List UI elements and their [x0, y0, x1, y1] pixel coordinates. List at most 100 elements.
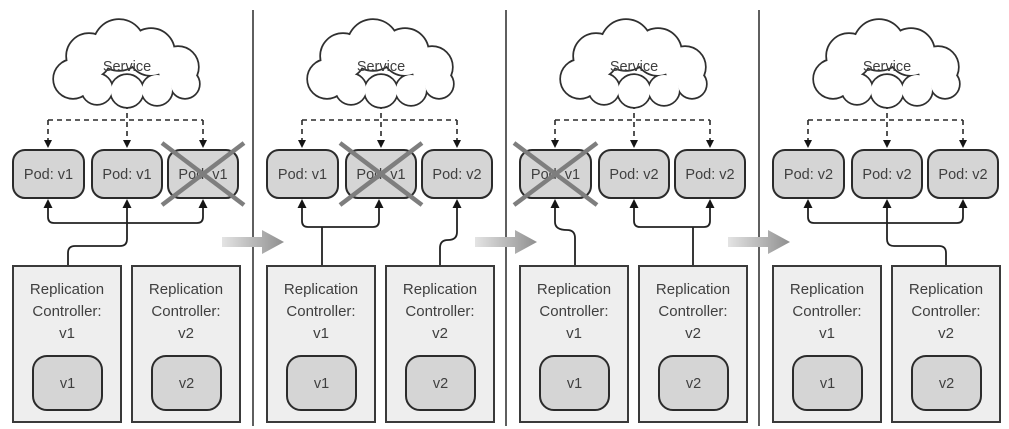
arrowhead-icon [297, 199, 307, 208]
rc-label-line2: Controller: [151, 303, 220, 320]
rc-label-line2: Controller: [286, 303, 355, 320]
arrowhead-icon [551, 140, 559, 148]
stage-panel-2: Service Pod: v1 Pod: v1 Pod: v2 Replicat… [266, 18, 495, 423]
arrowhead-icon [198, 199, 208, 208]
pod-template-label: v2 [179, 376, 194, 392]
pod-terminated-cross-icon [512, 141, 599, 207]
arrowhead-icon [122, 199, 132, 208]
arrowhead-icon [377, 140, 385, 148]
arrowhead-icon [705, 199, 715, 208]
replication-controller-v1: Replication Controller: v1 v1 [266, 265, 376, 423]
rc-label-line3: v1 [59, 325, 75, 342]
pod-template-box [32, 355, 103, 411]
replication-controller-v1: Replication Controller: v1 v1 [12, 265, 122, 423]
rc-label-line3: v1 [566, 325, 582, 342]
service-label: Service [863, 59, 911, 75]
rc-label-line3: v2 [938, 325, 954, 342]
arrowhead-icon [43, 199, 53, 208]
arrowhead-icon [803, 199, 813, 208]
pod-template-box [539, 355, 610, 411]
stage-transition-arrow-icon [222, 230, 284, 254]
controller-to-pod-links [297, 199, 462, 266]
pod-template-box [792, 355, 863, 411]
pod-label: Pod: v1 [278, 167, 327, 183]
arrowhead-icon [958, 199, 968, 208]
pod-template-box [405, 355, 476, 411]
controller-to-pod-links [803, 199, 968, 266]
pod-template-label: v2 [686, 376, 701, 392]
rc-label-line2: Controller: [658, 303, 727, 320]
pod-terminated-cross-icon [160, 141, 246, 207]
pod-label: Pod: v2 [432, 167, 481, 183]
arrowhead-icon [629, 199, 639, 208]
stage-transition-arrow-icon [728, 230, 790, 254]
service-to-pod-links [551, 104, 714, 148]
replication-controller-v2: Replication Controller: v2 v2 [891, 265, 1001, 423]
pod-template-label: v2 [433, 376, 448, 392]
arrowhead-icon [452, 199, 462, 208]
stage-divider [252, 10, 254, 426]
stage-transition-arrow-icon [475, 230, 537, 254]
arrowhead-icon [44, 140, 52, 148]
rc-label-line2: Controller: [539, 303, 608, 320]
rc-label-line2: Controller: [405, 303, 474, 320]
pod-label: Pod: v2 [609, 167, 658, 183]
stage-panel-1: Service Pod: v1 Pod: v1 Pod: v1 Replicat… [12, 18, 246, 423]
pod-label: Pod: v2 [685, 167, 734, 183]
rc-label-line3: v2 [432, 325, 448, 342]
arrowhead-icon [199, 140, 207, 148]
pod-template-label: v1 [820, 376, 835, 392]
controller-to-pod-links [43, 199, 208, 266]
pod-1: Pod: v1 [12, 149, 85, 199]
controller-to-pod-links [550, 199, 715, 266]
pod-2: Pod: v1 [91, 149, 163, 199]
service-to-pod-links [804, 104, 967, 148]
pod-template-box [911, 355, 982, 411]
rc-label-line1: Replication [403, 281, 477, 298]
rc-label-line1: Replication [149, 281, 223, 298]
rc-label-line1: Replication [909, 281, 983, 298]
pod-template-label: v1 [567, 376, 582, 392]
rc-label-line2: Controller: [792, 303, 861, 320]
replication-controller-v2: Replication Controller: v2 v2 [385, 265, 495, 423]
rc-label-line1: Replication [656, 281, 730, 298]
rc-label-line1: Replication [284, 281, 358, 298]
pod-label: Pod: v2 [784, 167, 833, 183]
service-to-pod-links [298, 104, 461, 148]
service-label: Service [357, 59, 405, 75]
pod-template-box [286, 355, 357, 411]
rc-label-line3: v1 [819, 325, 835, 342]
rc-label-line1: Replication [790, 281, 864, 298]
pod-1: Pod: v2 [772, 149, 845, 199]
service-cloud: Service [559, 18, 708, 109]
pod-template-box [151, 355, 222, 411]
pod-1: Pod: v1 [266, 149, 339, 199]
pod-template-box [658, 355, 729, 411]
pod-template-label: v1 [60, 376, 75, 392]
stage-panel-4: Service Pod: v2 Pod: v2 Pod: v2 Replicat… [772, 18, 1001, 423]
rc-label-line3: v2 [685, 325, 701, 342]
rc-label-line3: v1 [313, 325, 329, 342]
arrowhead-icon [706, 140, 714, 148]
pod-2: Pod: v2 [598, 149, 670, 199]
rc-label-line2: Controller: [32, 303, 101, 320]
rc-label-line1: Replication [537, 281, 611, 298]
arrowhead-icon [123, 140, 131, 148]
arrowhead-icon [804, 140, 812, 148]
pod-label: Pod: v2 [862, 167, 911, 183]
arrowhead-icon [630, 140, 638, 148]
arrowhead-icon [882, 199, 892, 208]
pod-3: Pod: v2 [421, 149, 493, 199]
arrowhead-icon [453, 140, 461, 148]
pod-template-label: v2 [939, 376, 954, 392]
pod-label: Pod: v1 [102, 167, 151, 183]
arrowhead-icon [374, 199, 384, 208]
stage-divider [758, 10, 760, 426]
arrowhead-icon [550, 199, 560, 208]
service-label: Service [103, 59, 151, 75]
pod-3: Pod: v2 [927, 149, 999, 199]
pod-template-label: v1 [314, 376, 329, 392]
service-label: Service [610, 59, 658, 75]
arrowhead-icon [959, 140, 967, 148]
